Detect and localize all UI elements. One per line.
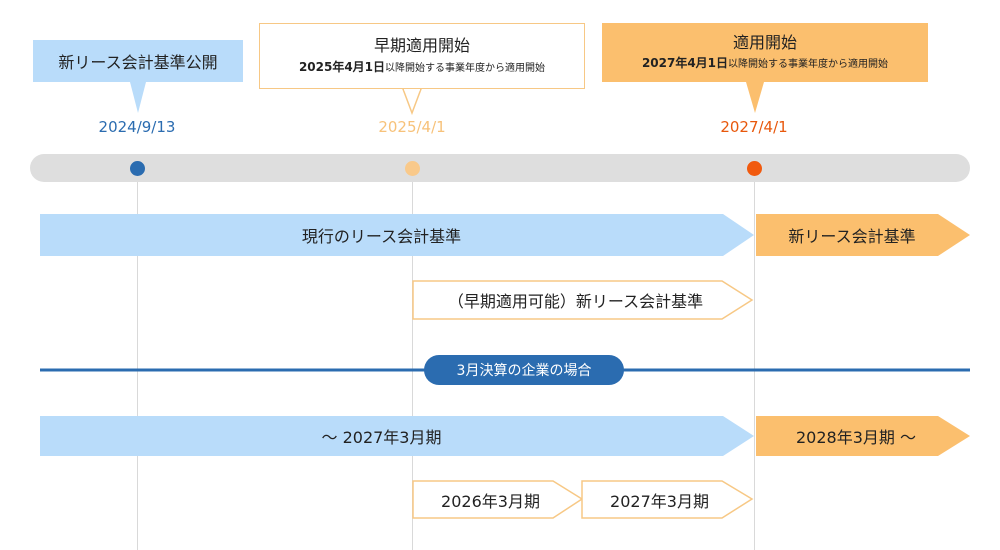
date-2025: 2025/4/1 [378,118,446,136]
date-2024: 2024/9/13 [98,118,176,136]
timeline-dot-2027 [747,161,762,176]
date-2027: 2027/4/1 [720,118,788,136]
arrow-early-standard [412,280,754,320]
callout-new-standard-published: 新リース会計基準公開 [33,40,243,82]
arrow-fy-2026 [412,480,584,519]
callout-adoption-start-note: 以降開始する事業年度から適用開始 [728,59,889,70]
divider-label: 3月決算の企業の場合 [456,363,592,379]
callout-early-adoption-date: 2025年4月1日 [298,60,386,74]
label-fy-until-2027: ～ 2027年3月期 [321,428,442,447]
arrow-fy-2027 [581,480,754,519]
timeline-track [30,154,970,182]
arrow-fy-from-2028 [756,416,970,456]
label-new-standard: 新リース会計基準 [788,227,916,246]
divider-label-pill: 3月決算の企業の場合 [424,355,624,385]
callout-early-adoption-detail: 2025年4月1日以降開始する事業年度から適用開始 [260,58,584,75]
label-current-standard: 現行のリース会計基準 [301,227,462,246]
label-fy-from-2028: 2028年3月期 ～ [796,428,916,447]
guide-line-2025 [412,168,413,550]
label-fy-2026: 2026年3月期 [441,491,540,511]
timeline-dot-2025 [405,161,420,176]
timeline-dot-2024 [130,161,145,176]
callout-adoption-start-date: 2027年4月1日 [641,56,729,70]
guide-line-2027 [754,168,755,550]
callout-adoption-start-title: 適用開始 [732,33,797,52]
callout-early-adoption: 早期適用開始 2025年4月1日以降開始する事業年度から適用開始 [259,23,585,89]
label-fy-2027: 2027年3月期 [610,491,709,511]
label-early-standard: （早期適用可能）新リース会計基準 [447,292,704,311]
callout-early-adoption-note: 以降開始する事業年度から適用開始 [385,63,546,74]
arrow-fy-until-2027 [40,416,754,456]
callout-early-adoption-title: 早期適用開始 [373,36,470,55]
callout-adoption-start-detail: 2027年4月1日以降開始する事業年度から適用開始 [602,54,928,71]
arrow-new-standard [756,214,970,256]
pointer-2024 [130,82,146,113]
guide-line-2024 [137,168,138,550]
callout-adoption-start: 適用開始 2027年4月1日以降開始する事業年度から適用開始 [602,23,928,82]
callout-new-standard-published-label: 新リース会計基準公開 [58,53,218,72]
pointer-2027 [746,82,764,113]
arrow-current-standard [40,214,754,256]
